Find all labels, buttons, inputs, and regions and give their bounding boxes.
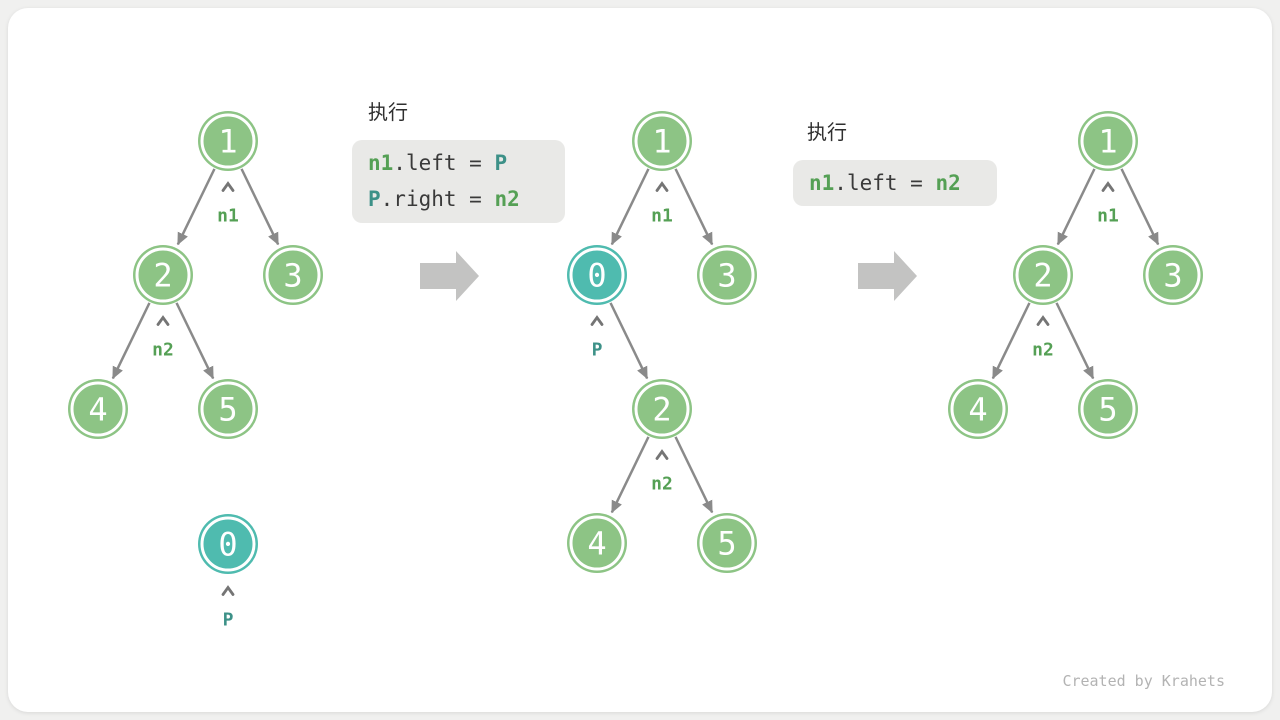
edge-t2-0-t2-2 <box>609 302 649 380</box>
tree-node-t2-2: 2 <box>634 381 690 437</box>
pointer-label-n1: n1 <box>1097 205 1119 227</box>
edge-t2-2-t2-5 <box>674 436 714 514</box>
code-line: P.right = n2 <box>368 181 551 217</box>
edge-t3-1-t3-3 <box>1120 168 1160 246</box>
code-segment: n1 <box>809 171 835 195</box>
code-segment: n2 <box>935 171 961 195</box>
code-segment: P <box>368 187 381 211</box>
code-segment: .left = <box>393 151 495 175</box>
pointer-label-n1: n1 <box>217 205 239 227</box>
pointer-label-n2: n2 <box>152 339 174 361</box>
edge-t1-2-t1-5 <box>175 302 215 380</box>
edge-t2-1-t2-0 <box>610 168 650 246</box>
pointer-arrow-icon <box>1101 181 1115 192</box>
tree-node-t3-2: 2 <box>1015 247 1071 303</box>
pointer-arrow-icon <box>590 315 604 326</box>
tree-node-t2-5: 5 <box>699 515 755 571</box>
pointer-label-P: P <box>222 609 234 631</box>
edge-t1-2-t1-4 <box>111 302 151 380</box>
tree-node-t1-5: 5 <box>200 381 256 437</box>
code-segment: n2 <box>494 187 520 211</box>
edge-t2-1-t2-3 <box>674 168 714 246</box>
edge-t1-1-t1-3 <box>240 168 280 246</box>
code-segment: P <box>494 151 508 175</box>
pointer-arrow-icon <box>1036 315 1050 326</box>
edge-t2-2-t2-4 <box>610 436 650 514</box>
code-line: n1.left = P <box>368 145 551 181</box>
tree-node-t1-3: 3 <box>265 247 321 303</box>
edge-t1-1-t1-2 <box>176 168 216 246</box>
edge-t3-2-t3-4 <box>991 302 1031 380</box>
pointer-label-n2: n2 <box>651 473 673 495</box>
watermark: Created by Krahets <box>1062 672 1225 690</box>
code-segment: .right = <box>380 187 495 211</box>
code-line: n1.left = n2 <box>809 165 983 201</box>
pointer-arrow-icon <box>655 449 669 460</box>
tree-node-t3-3: 3 <box>1145 247 1201 303</box>
pointer-arrow-icon <box>655 181 669 192</box>
transition-arrow-icon <box>420 251 479 301</box>
pointer-label-n2: n2 <box>1032 339 1054 361</box>
tree-node-t1-4: 4 <box>70 381 126 437</box>
pointer-label-n1: n1 <box>651 205 673 227</box>
code-title-2: 执行 <box>807 120 847 144</box>
tree-node-t1-0: 0 <box>200 516 256 572</box>
code-segment: n1 <box>368 151 394 175</box>
tree-node-t1-2: 2 <box>135 247 191 303</box>
edge-t3-1-t3-2 <box>1056 168 1096 246</box>
pointer-arrow-icon <box>156 315 170 326</box>
code-segment: .left = <box>834 171 936 195</box>
pointer-arrow-icon <box>221 181 235 192</box>
tree-node-t1-1: 1 <box>200 113 256 169</box>
tree-node-t3-5: 5 <box>1080 381 1136 437</box>
tree-node-t2-0: 0 <box>569 247 625 303</box>
code-block-2: n1.left = n2 <box>793 160 997 206</box>
code-title-1: 执行 <box>368 100 408 124</box>
pointer-label-P: P <box>591 339 603 361</box>
transition-arrow-icon <box>858 251 917 301</box>
tree-node-t2-3: 3 <box>699 247 755 303</box>
edge-t3-2-t3-5 <box>1055 302 1095 380</box>
tree-node-t3-1: 1 <box>1080 113 1136 169</box>
pointer-arrow-icon <box>221 585 235 596</box>
tree-node-t2-1: 1 <box>634 113 690 169</box>
tree-node-t2-4: 4 <box>569 515 625 571</box>
tree-node-t3-4: 4 <box>950 381 1006 437</box>
